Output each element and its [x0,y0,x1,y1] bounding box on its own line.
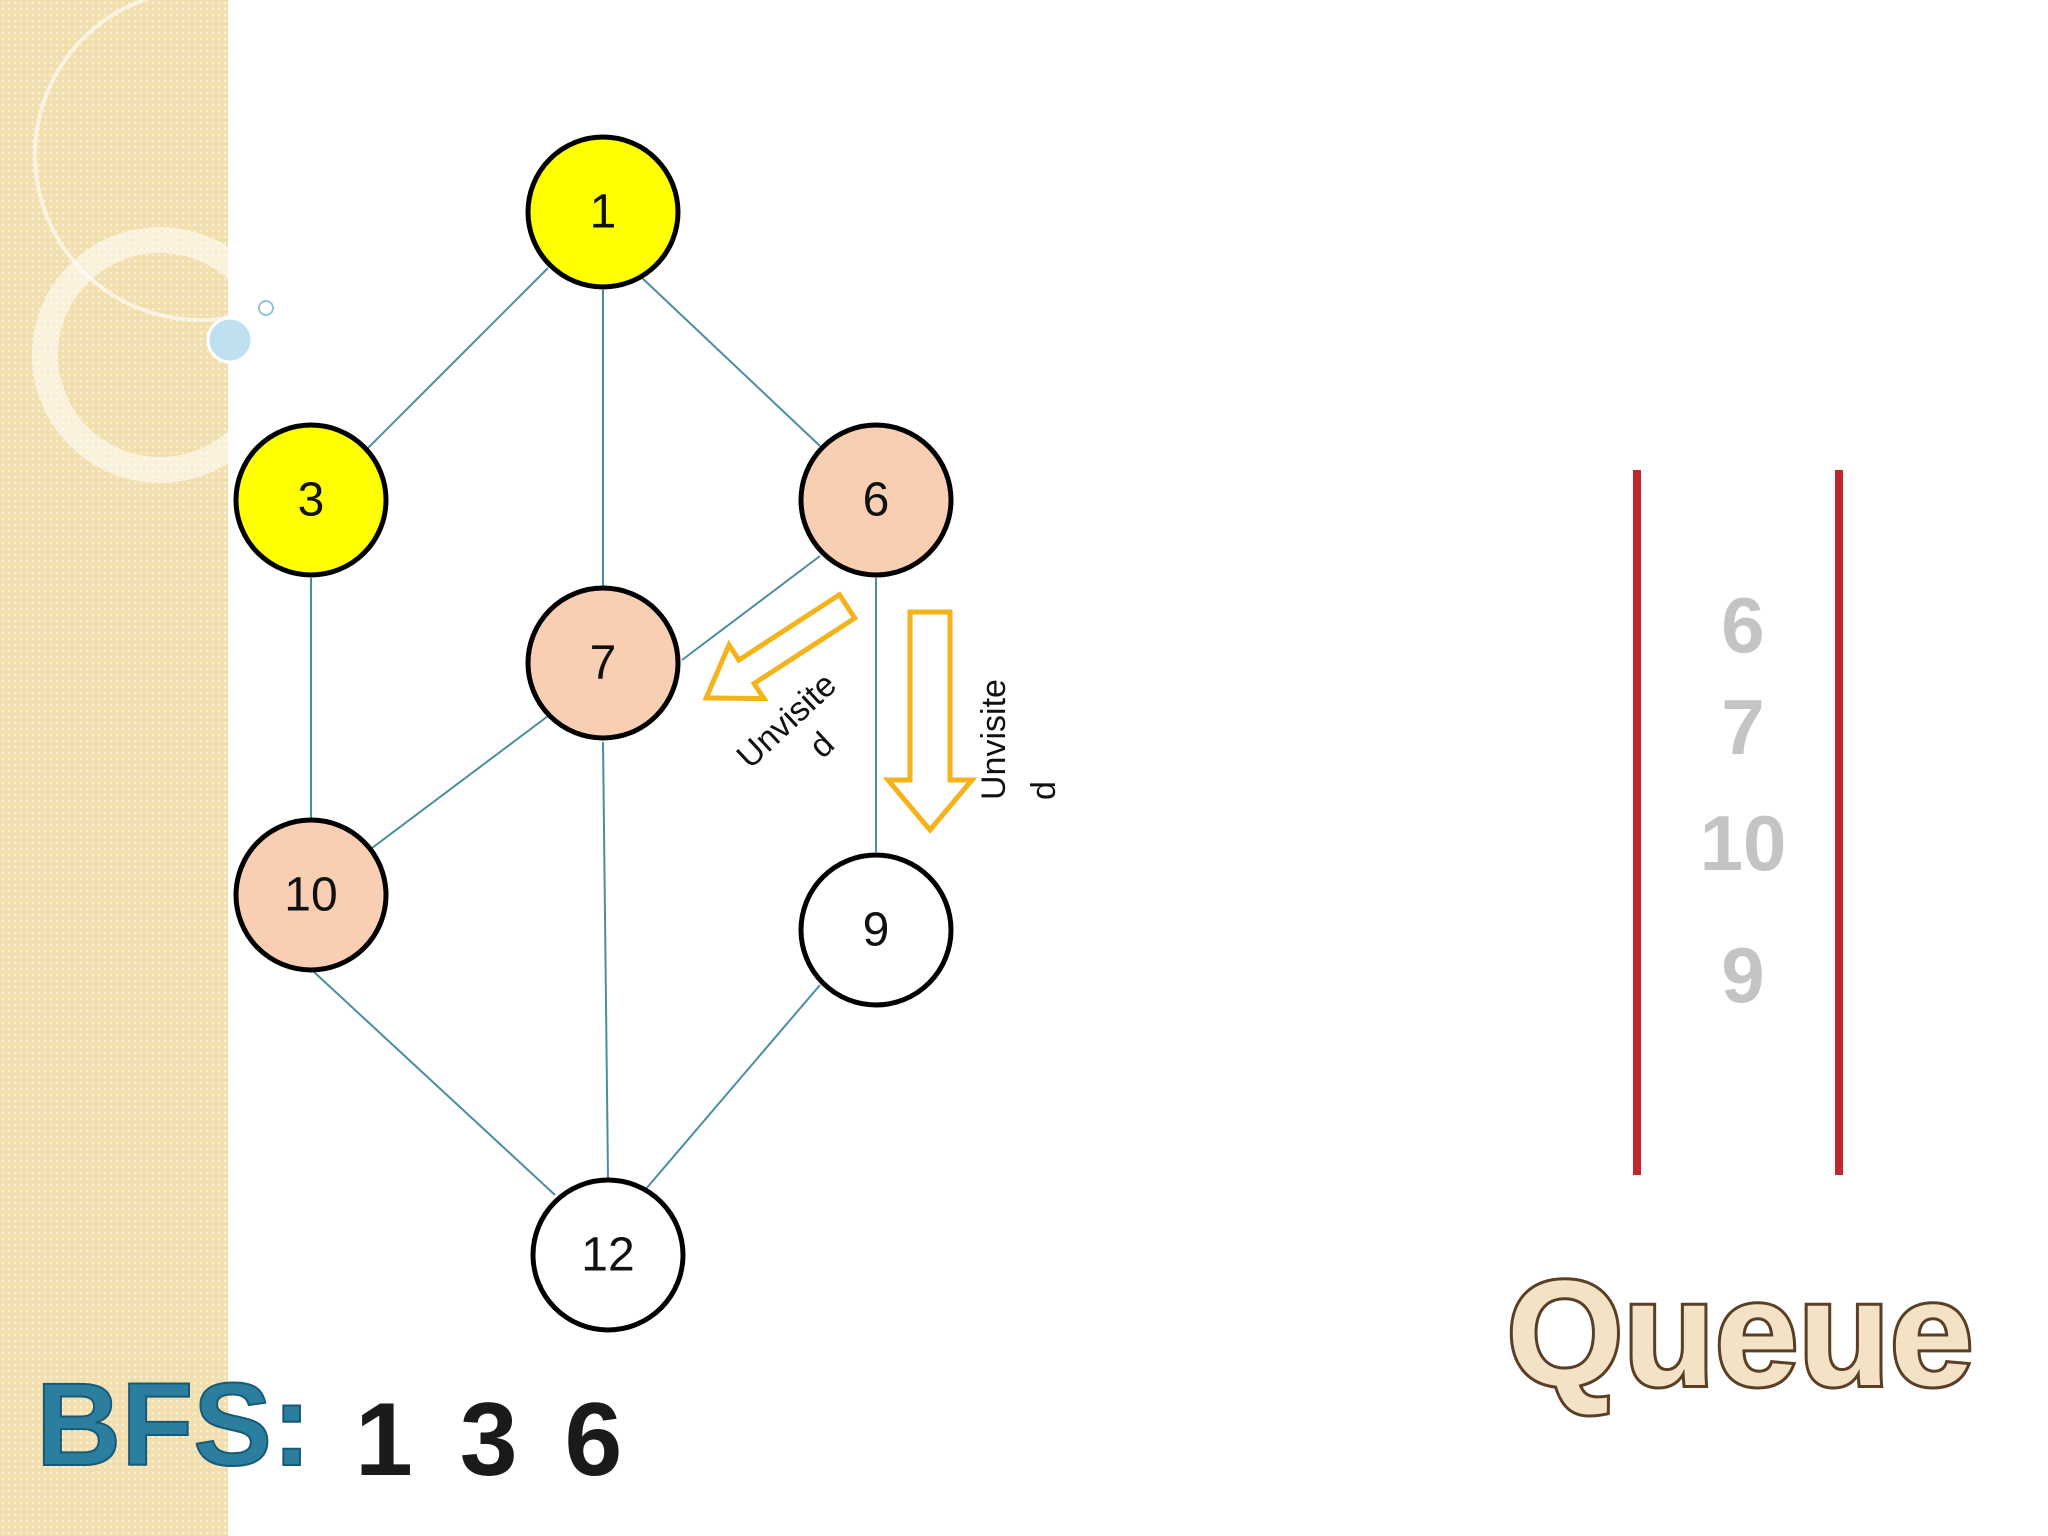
edge-7-10 [371,715,549,849]
bfs-result: BFS: 1 3 6 [35,1358,624,1500]
node-1-label: 1 [590,186,617,239]
graph-nodes: 1 3 6 7 10 9 1 [233,134,954,1333]
queue: 6 7 10 9 Queue [1504,470,1976,1420]
node-6-label: 6 [863,474,890,527]
annotation-1-line2: d [802,725,842,766]
arrow-to-7 [702,591,859,702]
down-arrow-icon [882,609,978,834]
unvisited-arrows [882,609,978,834]
queue-item: 6 [1721,581,1764,669]
edge-6-7 [681,555,821,661]
edge-1-3 [367,267,549,449]
node-7-label: 7 [590,637,617,690]
queue-title: Queue [1507,1249,1974,1417]
edge-10-12 [313,971,556,1196]
node-1[interactable]: 1 [525,134,681,290]
node-10-label: 10 [284,869,337,922]
queue-item: 10 [1700,799,1787,887]
node-6[interactable]: 6 [798,422,954,578]
annotation-2: Unvisite d [975,679,1063,800]
node-10[interactable]: 10 [233,817,389,973]
node-3[interactable]: 3 [233,422,389,578]
node-9[interactable]: 9 [798,852,954,1008]
graph-edges [310,267,877,1196]
node-7[interactable]: 7 [525,585,681,741]
bfs-order: 1 3 6 [355,1382,622,1498]
node-9-label: 9 [863,904,890,957]
bubble-icon [206,316,254,364]
edge-9-12 [644,984,821,1191]
annotation-2-line2: d [1025,781,1063,800]
annotation-1: Unvisite d [730,666,844,776]
edge-7-12 [602,741,609,1179]
node-3-label: 3 [298,474,325,527]
node-12[interactable]: 12 [530,1177,686,1333]
queue-item: 7 [1721,683,1764,771]
annotation-2-line1: Unvisite [975,679,1013,800]
node-12-label: 12 [581,1229,634,1282]
queue-item: 9 [1721,931,1764,1019]
decorative-rings [32,0,367,483]
bfs-label: BFS: [36,1359,311,1491]
edge-1-6 [639,275,821,447]
